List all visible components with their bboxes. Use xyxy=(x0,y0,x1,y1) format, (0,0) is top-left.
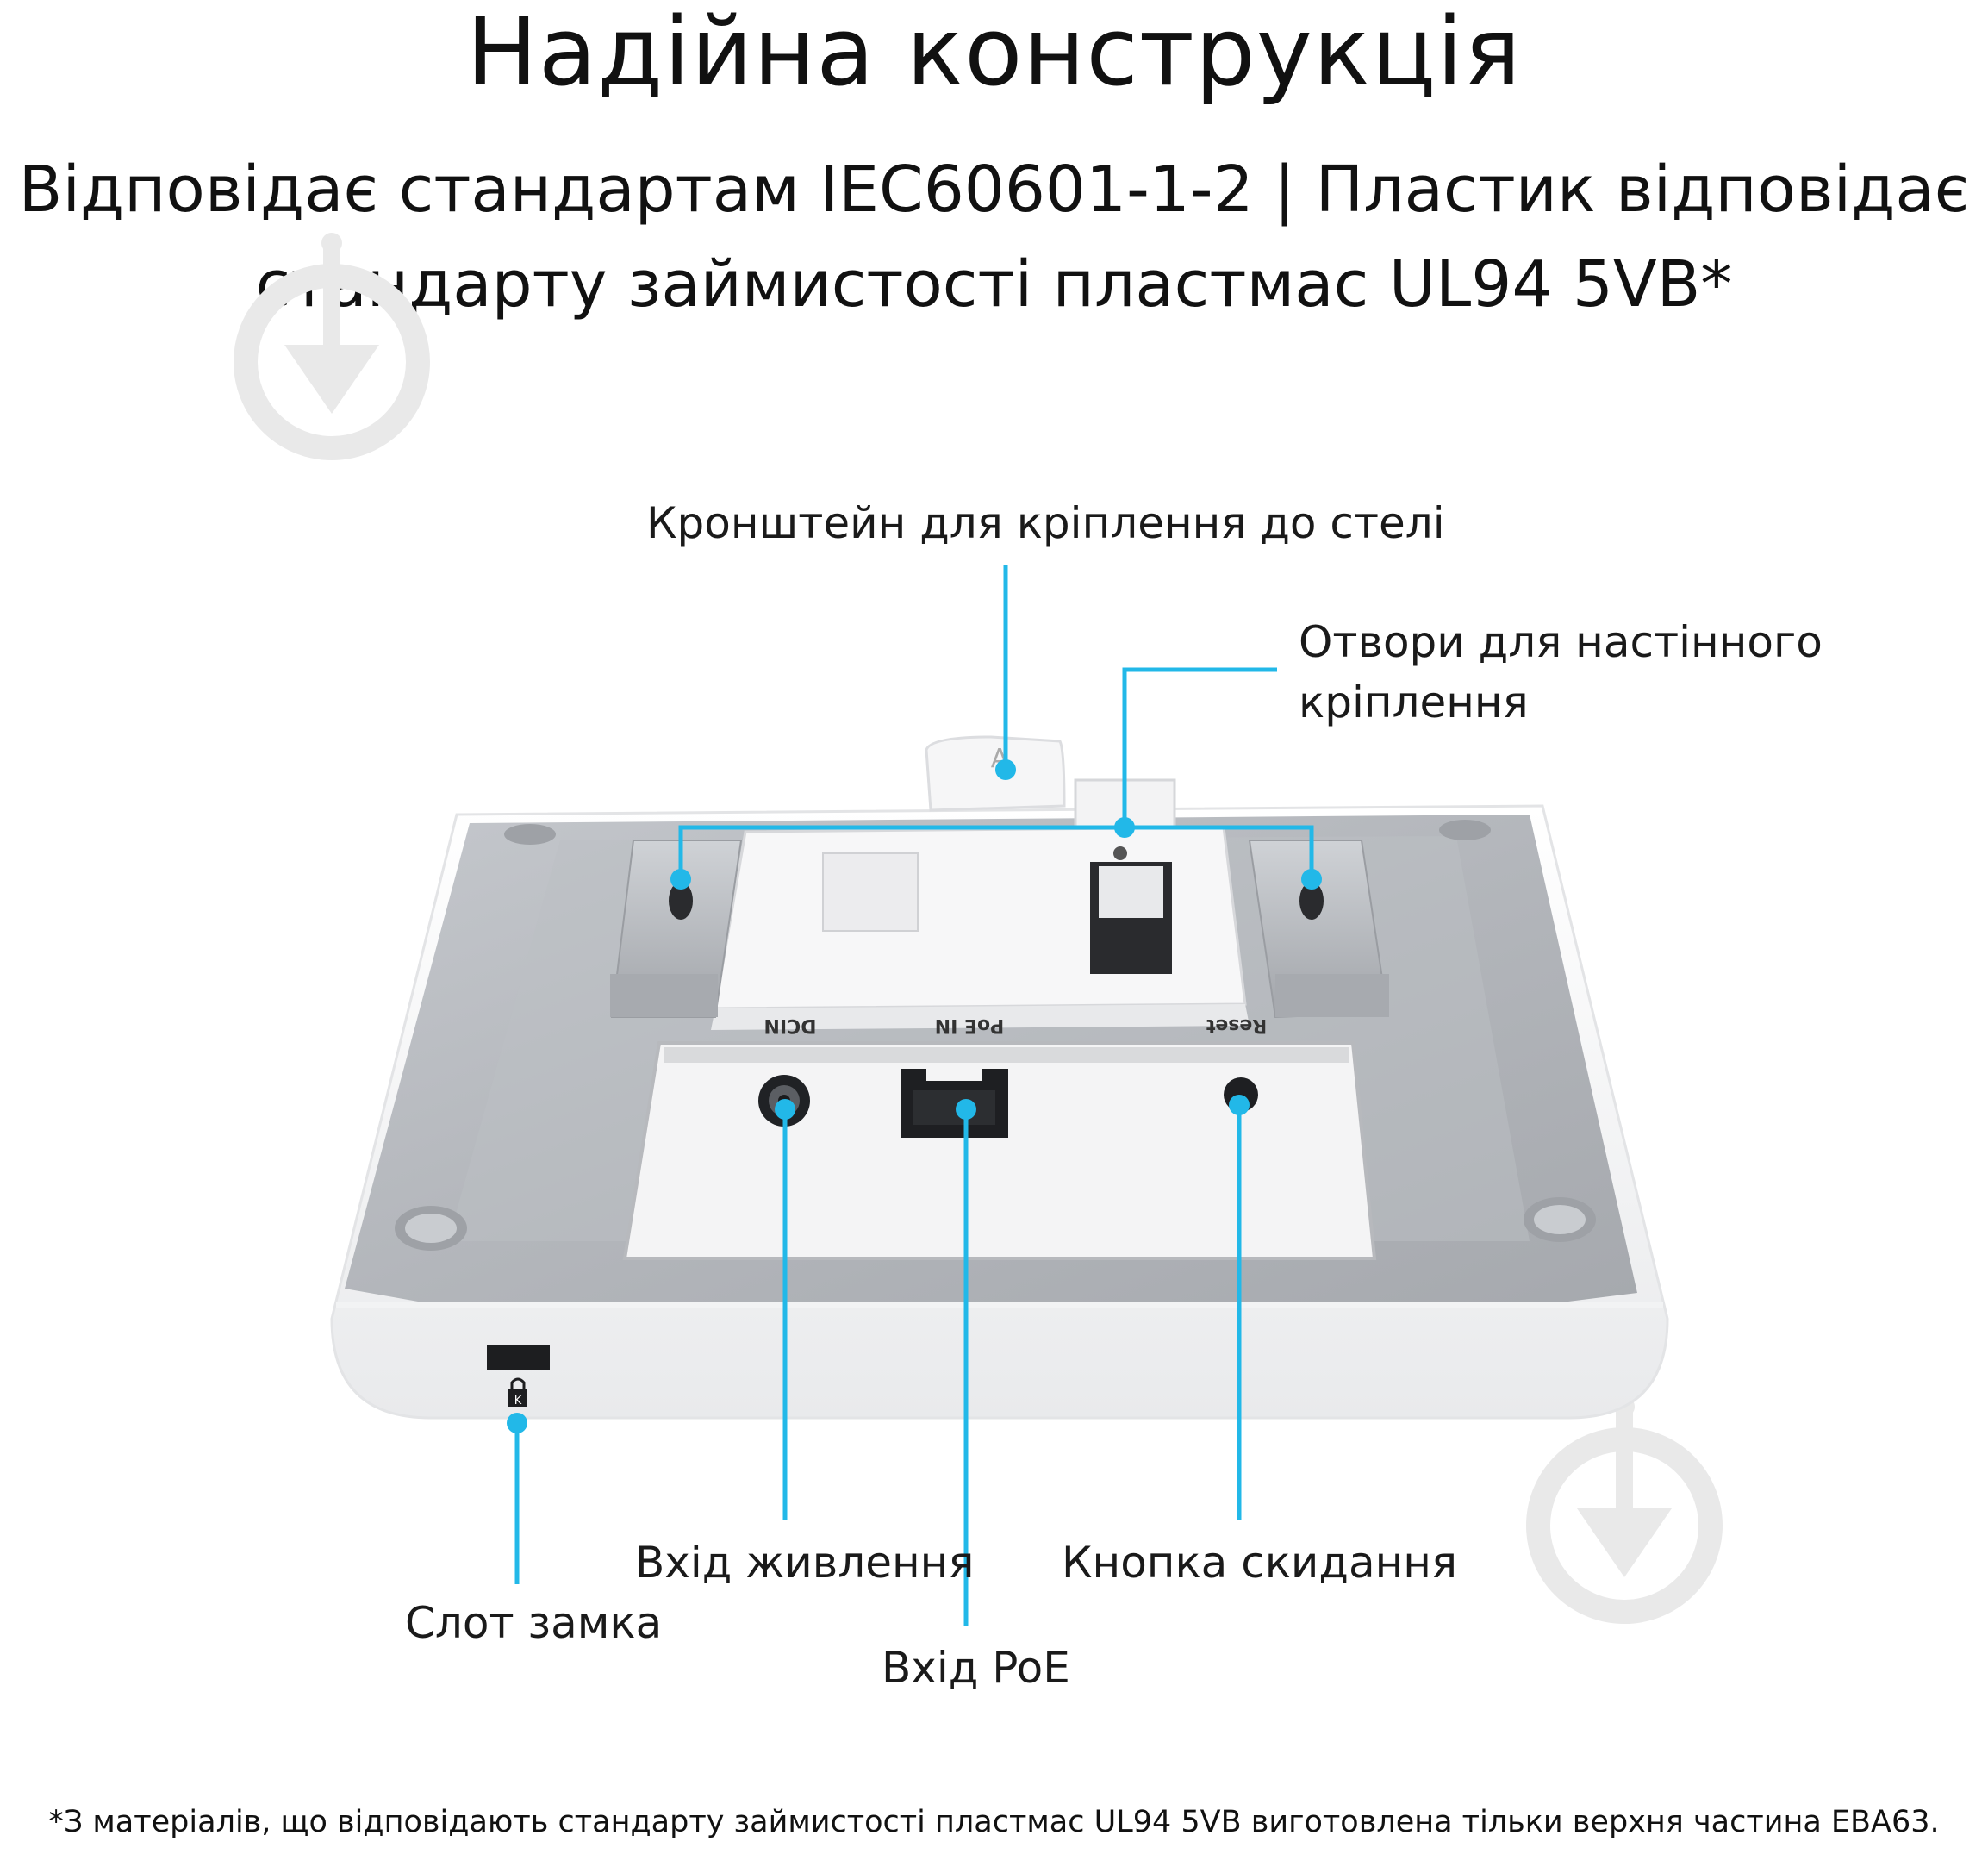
callout-wall-holes: Отвори для настінного кріплення xyxy=(1299,612,1823,733)
callout-power-input: Вхід живлення xyxy=(635,1538,975,1588)
lock-slot: K xyxy=(487,1345,550,1408)
subtitle-line-1: Відповідає стандартам IEC60601-1-2 | Пла… xyxy=(18,153,1970,227)
callout-reset-button: Кнопка скидання xyxy=(1062,1538,1458,1588)
lock-icon: K xyxy=(508,1377,527,1408)
page-subtitle: Відповідає стандартам IEC60601-1-2 | Пла… xyxy=(0,142,1988,332)
lock-letter: K xyxy=(514,1395,522,1408)
callout-wall-holes-line-1: Отвори для настінного xyxy=(1299,617,1823,667)
dcin-port-label: DCIN xyxy=(763,1014,816,1036)
callout-poe-input: Вхід PoE xyxy=(882,1643,1070,1693)
ceiling-bracket xyxy=(610,735,1389,1030)
download-watermark-icon xyxy=(1526,1396,1723,1624)
poe-port-label: PoE IN xyxy=(935,1014,1005,1036)
subtitle-line-2: стандарту займистості пластмас UL94 5VB* xyxy=(255,247,1733,321)
reset-port-label: Reset xyxy=(1206,1014,1267,1036)
footnote: *З матеріалів, що відповідають стандарту… xyxy=(48,1805,1940,1839)
page-title: Надійна конструкція xyxy=(466,0,1522,107)
callout-lock-slot: Слот замка xyxy=(405,1598,663,1648)
callout-dots xyxy=(507,759,1322,1433)
device-port-labels: DCIN PoE IN Reset A xyxy=(763,744,1267,1036)
download-watermark-icon xyxy=(234,233,430,460)
callout-lines xyxy=(514,565,1314,1626)
callout-wall-holes-line-2: кріплення xyxy=(1299,677,1529,727)
callout-ceiling-bracket: Кронштейн для кріплення до стелі xyxy=(646,498,1445,548)
